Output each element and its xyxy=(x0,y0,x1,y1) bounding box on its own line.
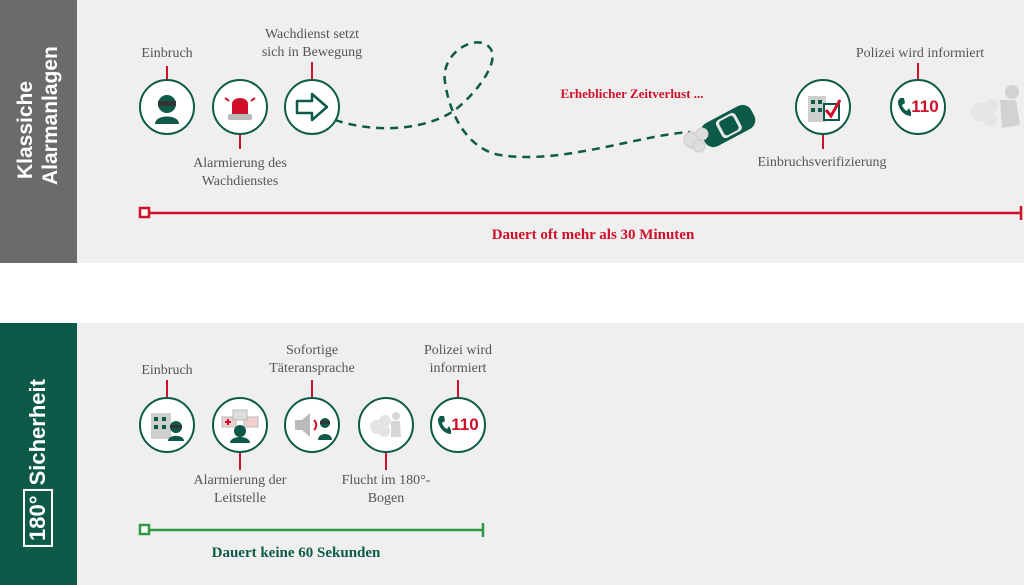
label-alarmierung-top: Alarmierung des Wachdienstes xyxy=(185,155,295,191)
label-alarmierung-bottom: Alarmierung der Leitstelle xyxy=(190,472,290,508)
tick-polizei-top xyxy=(917,63,919,79)
label-alarmierung-bottom-text: Alarmierung der Leitstelle xyxy=(193,473,287,506)
label-flucht-bottom: Flucht im 180°-Bogen xyxy=(341,472,431,508)
sicherheit-sidebar: 180° Sicherheit xyxy=(0,323,77,585)
label-zeitverlust: Erheblicher Zeitverlust ... xyxy=(560,86,704,101)
label-verifizierung-top: Einbruchsverifizierung xyxy=(757,155,887,170)
car-icon xyxy=(700,104,756,148)
label-ansprache-bottom: Sofortige Täteransprache xyxy=(257,342,367,378)
step-einbruch-bottom xyxy=(139,397,195,453)
step-ansprache-bottom xyxy=(284,397,340,453)
dust-cloud-icon xyxy=(683,127,709,153)
sicherheit-duration-label: Dauert keine 60 Sekunden xyxy=(211,545,381,561)
classic-sidebar: Klassiche Alarmanlagen xyxy=(0,0,77,263)
tick-flucht-bottom xyxy=(385,453,387,470)
step-alarmierung-bottom xyxy=(212,397,268,453)
sicherheit-duration-start xyxy=(138,523,151,536)
classic-timeline-graphics xyxy=(138,41,1023,220)
label-polizei-bottom: Polizei wird informiert xyxy=(403,342,513,378)
tick-alarmierung-top xyxy=(239,135,241,149)
label-polizei-top: Polizei wird informiert xyxy=(855,46,985,61)
step-polizei-top: 110 xyxy=(890,79,946,135)
speaker-icon xyxy=(295,413,332,440)
tick-wachdienst-top xyxy=(311,62,313,79)
label-ansprache-bottom-text: Sofortige Täteransprache xyxy=(269,343,355,376)
label-polizei-bottom-text: Polizei wird informiert xyxy=(423,343,493,376)
label-alarmierung-top-text: Alarmierung des Wachdienstes xyxy=(193,156,287,189)
label-wachdienst-top-text: Wachdienst setzt sich in Bewegung xyxy=(261,27,363,60)
fleeing-icon xyxy=(370,412,401,437)
step-einbruch-top xyxy=(139,79,195,135)
step-polizei-bottom: 110 xyxy=(430,397,486,453)
tick-alarmierung-bottom xyxy=(239,453,241,470)
burglar-icon xyxy=(155,95,179,124)
classic-duration-start xyxy=(138,206,151,219)
label-wachdienst-top: Wachdienst setzt sich in Bewegung xyxy=(252,26,372,62)
siren-icon xyxy=(224,97,256,120)
building-check-icon xyxy=(808,96,842,122)
classic-duration-label: Dauert oft mehr als 30 Minuten xyxy=(491,227,695,243)
step-verifizierung-top xyxy=(795,79,851,135)
classic-alarm-panel: Klassiche Alarmanlagen xyxy=(0,0,1024,263)
fleeing-burglar-icon xyxy=(971,85,1020,128)
police-number-top: 110 xyxy=(911,97,939,116)
label-einbruch-bottom: Einbruch xyxy=(141,363,193,378)
building-burglar-icon xyxy=(151,413,184,441)
step-flucht-bottom xyxy=(358,397,414,453)
sicherheit-panel: 180° Sicherheit xyxy=(0,323,1024,585)
control-center-icon xyxy=(221,409,259,443)
arrow-icon xyxy=(295,92,329,122)
police-number-bottom: 110 xyxy=(451,415,479,434)
phone-icon xyxy=(438,416,452,434)
phone-icon xyxy=(898,98,912,116)
step-wachdienst-top xyxy=(284,79,340,135)
tick-verifizierung-top xyxy=(822,135,824,149)
tick-polizei-bottom xyxy=(457,380,459,397)
tick-ansprache-bottom xyxy=(311,380,313,397)
tick-einbruch-bottom xyxy=(166,380,168,397)
step-alarmierung-top xyxy=(212,79,268,135)
label-einbruch-top: Einbruch xyxy=(141,46,193,61)
label-flucht-bottom-text: Flucht im 180°-Bogen xyxy=(341,473,431,506)
tick-einbruch-top xyxy=(166,66,168,79)
